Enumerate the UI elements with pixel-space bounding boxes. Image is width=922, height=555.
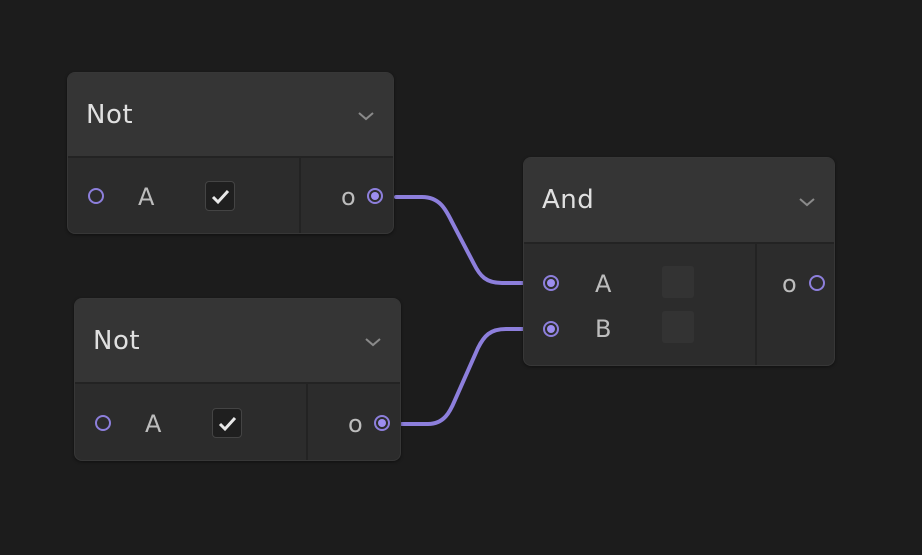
input-label-b: B: [595, 315, 612, 343]
and-node[interactable]: And A B o: [523, 157, 835, 366]
input-label-a: A: [145, 410, 162, 438]
node-title: Not: [93, 326, 141, 356]
input-a-checkbox[interactable]: [212, 408, 242, 438]
input-b-value[interactable]: [662, 311, 694, 343]
input-a-value[interactable]: [662, 266, 694, 298]
node-title: Not: [86, 100, 134, 130]
node-title: And: [542, 185, 595, 215]
node-header[interactable]: And: [524, 158, 834, 244]
output-label-o: o: [348, 410, 363, 438]
checkmark-icon: [211, 189, 230, 205]
chevron-down-icon[interactable]: [798, 196, 816, 208]
input-label-a: A: [595, 270, 612, 298]
input-label-a: A: [138, 183, 155, 211]
input-port-a[interactable]: [88, 188, 104, 204]
node-body: A o: [68, 158, 393, 233]
node-body: A B o: [524, 244, 834, 365]
column-divider: [755, 244, 757, 365]
input-port-a[interactable]: [543, 275, 559, 291]
output-port-o[interactable]: [374, 415, 390, 431]
checkmark-icon: [218, 416, 237, 432]
chevron-down-icon[interactable]: [364, 336, 382, 348]
chevron-down-icon[interactable]: [357, 110, 375, 122]
column-divider: [299, 158, 301, 233]
output-label-o: o: [782, 270, 797, 298]
output-port-o[interactable]: [367, 188, 383, 204]
input-port-a[interactable]: [95, 415, 111, 431]
node-header[interactable]: Not: [75, 299, 400, 384]
node-header[interactable]: Not: [68, 73, 393, 158]
not-node-1[interactable]: Not A o: [67, 72, 394, 234]
not-node-2[interactable]: Not A o: [74, 298, 401, 461]
output-port-o[interactable]: [809, 275, 825, 291]
column-divider: [306, 384, 308, 460]
input-port-b[interactable]: [543, 321, 559, 337]
input-a-checkbox[interactable]: [205, 181, 235, 211]
node-body: A o: [75, 384, 400, 460]
output-label-o: o: [341, 183, 356, 211]
